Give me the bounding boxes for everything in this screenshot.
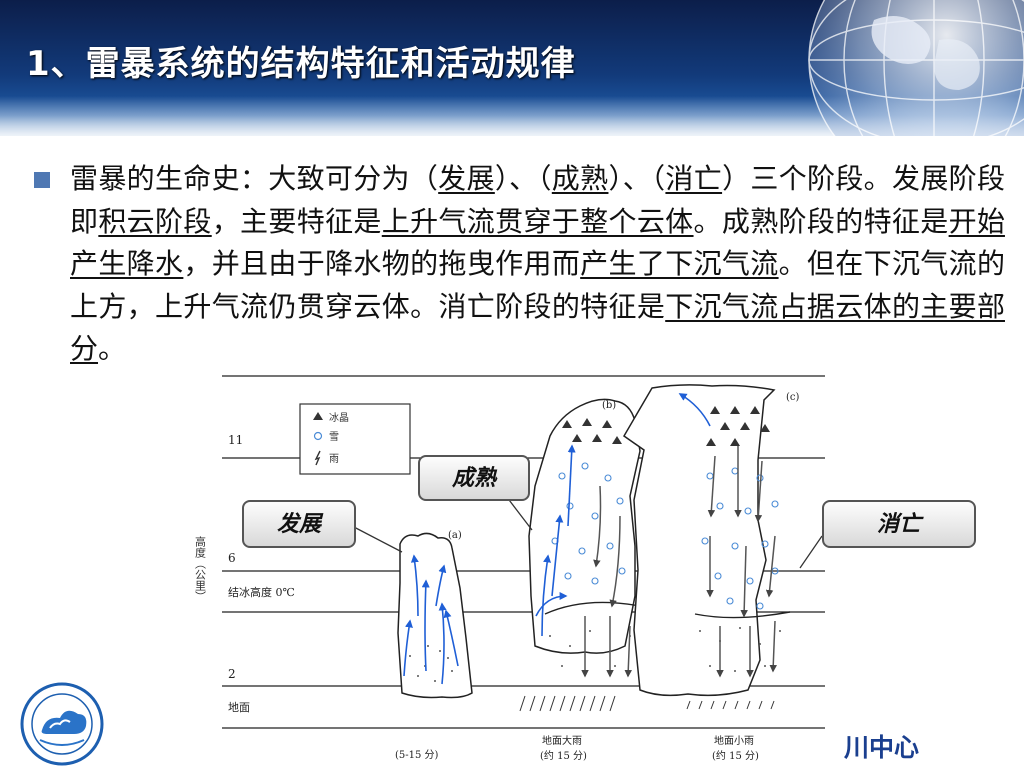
y-tick-2: 2	[228, 667, 236, 681]
panel-label-b: (b)	[602, 400, 616, 411]
caption-b-line2: (约 15 分)	[540, 749, 587, 762]
text-segment: ，并且由于降水物的拖曳作用而	[183, 247, 581, 280]
caption-a: (5-15 分)	[395, 749, 439, 761]
callout-dissipate: 消亡	[822, 500, 976, 548]
cloud-developing: (a)	[397, 530, 473, 699]
text-segment: ，主要特征是	[211, 204, 382, 238]
underlined-term: 开始产生降水	[70, 204, 1005, 281]
panel-label-a: (a)	[448, 530, 462, 541]
text-segment: 。成熟阶段的特征是	[693, 204, 949, 238]
y-tick-11: 11	[228, 433, 243, 447]
text-segment: ）、（	[494, 162, 552, 195]
callout-pointers	[351, 495, 823, 569]
underlined-term: 产生了下沉气流	[580, 247, 779, 280]
legend-snow: 雪	[329, 431, 339, 443]
y-tick-6: 6	[228, 551, 236, 565]
globe-graphic	[808, 0, 1024, 136]
ground-label: 地面	[228, 701, 250, 714]
text-segment: 。但在下沉气流的上方，上升气流仍贯穿云体。消亡阶段的特征是	[70, 247, 1005, 323]
panel-label-c: (c)	[786, 392, 800, 403]
light-rain-hatch	[686, 700, 775, 710]
legend-rain: 雨	[329, 454, 339, 465]
text-segment: 雷暴的生命史：大致可分为（	[70, 162, 439, 195]
cloud-dissipating: (c)	[623, 384, 800, 762]
heavy-rain-hatch	[519, 695, 616, 712]
bullet-square	[34, 172, 50, 188]
caption-c-line2: (约 15 分)	[712, 749, 759, 762]
underlined-term: 积云阶段	[98, 204, 212, 238]
y-axis-title: 高度（公里）	[194, 535, 207, 602]
underlined-term: 上升气流贯穿于整个云体	[381, 204, 694, 238]
header-banner: 1、雷暴系统的结构特征和活动规律	[0, 0, 1024, 136]
rain-icon	[314, 450, 321, 466]
text-segment: 。	[98, 332, 127, 365]
body-paragraph: 雷暴的生命史：大致可分为（发展）、（成熟）、（消亡）三个阶段。发展阶段即积云阶段…	[70, 158, 1005, 371]
thunderstorm-lifecycle-diagram: 高度（公里） 11 6 2 结冰高度 0℃ 地面 冰晶 雪 雨 (a)	[194, 375, 825, 762]
freezing-level-label: 结冰高度 0℃	[228, 585, 295, 599]
legend-ice: 冰晶	[329, 411, 349, 424]
underlined-term: 发展	[438, 162, 495, 195]
cloud-mature: (b)	[519, 398, 641, 762]
caption-c-line1: 地面小雨	[714, 734, 754, 747]
caption-b-line1: 地面大雨	[542, 734, 582, 747]
snow-icon	[313, 431, 323, 441]
callout-develop: 发展	[242, 500, 356, 548]
text-segment: ）、（	[608, 162, 666, 195]
meteorology-logo	[20, 682, 104, 766]
callout-mature: 成熟	[418, 455, 530, 501]
page-title: 1、雷暴系统的结构特征和活动规律	[26, 44, 576, 84]
footer-text: 川中心	[844, 733, 920, 762]
ice-crystal-icon	[313, 412, 323, 420]
underlined-term: 消亡	[665, 162, 723, 195]
text-segment: ）三个阶段。发展阶段即	[70, 162, 1005, 238]
legend-box: 冰晶 雪 雨	[299, 403, 411, 475]
underlined-term: 下沉气流占据云体的主要部分	[70, 289, 1005, 366]
underlined-term: 成熟	[551, 162, 609, 195]
